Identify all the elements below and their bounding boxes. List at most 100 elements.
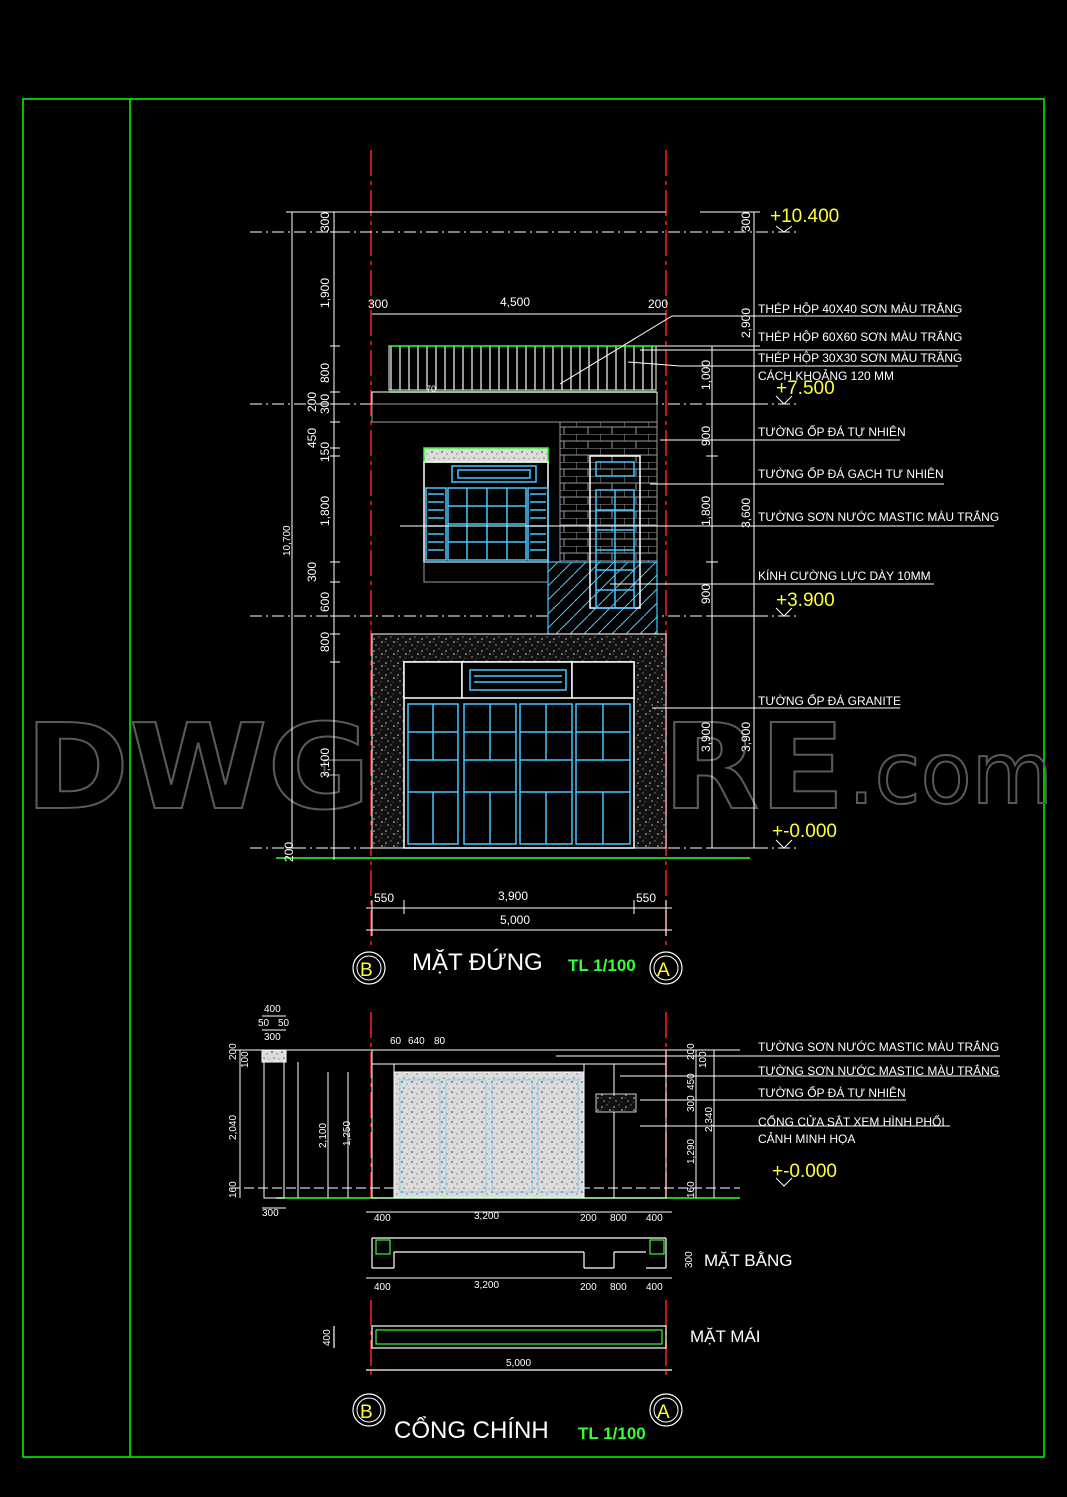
svg-text:3,200: 3,200 <box>474 1211 499 1222</box>
dims-right: 1,000 900 1,800 900 3,900 300 2,900 3,60… <box>699 212 753 752</box>
svg-text:1,800: 1,800 <box>699 496 713 526</box>
svg-text:200: 200 <box>282 842 296 862</box>
svg-text:3,200: 3,200 <box>474 1280 499 1291</box>
dims-bottom: 550 3,900 550 5,000 <box>374 889 656 927</box>
svg-text:1,250: 1,250 <box>342 1121 353 1146</box>
svg-text:3,100: 3,100 <box>318 748 332 778</box>
svg-text:60: 60 <box>390 1036 402 1047</box>
svg-text:160: 160 <box>686 1181 697 1198</box>
gate-scale: TL 1/100 <box>578 1424 646 1443</box>
svg-text:TƯỜNG SƠN NƯỚC MASTIC MÀU TRẮN: TƯỜNG SƠN NƯỚC MASTIC MÀU TRẮNG <box>758 1039 999 1054</box>
svg-text:10,700: 10,700 <box>282 525 293 556</box>
gate-level: +-0.000 <box>772 1161 837 1182</box>
balcony-railing <box>388 345 657 391</box>
svg-text:400: 400 <box>264 1004 281 1015</box>
stone-wall <box>559 421 658 563</box>
svg-text:200: 200 <box>648 297 668 311</box>
svg-text:800: 800 <box>318 363 332 383</box>
gate-post-dims: 400 50 50 300 300 <box>258 1004 290 1219</box>
svg-text:A: A <box>657 1402 670 1423</box>
svg-text:640: 640 <box>408 1036 425 1047</box>
svg-text:300: 300 <box>368 297 388 311</box>
svg-text:200: 200 <box>305 392 319 412</box>
svg-text:THÉP HỘP 30X30 SƠN MÀU TRẮNG: THÉP HỘP 30X30 SƠN MÀU TRẮNG <box>758 350 962 365</box>
svg-text:200: 200 <box>686 1043 697 1060</box>
gate-axis-bubble-b: B <box>352 1393 386 1427</box>
svg-text:400: 400 <box>374 1282 391 1293</box>
svg-text:2,340: 2,340 <box>704 1107 715 1132</box>
svg-text:800: 800 <box>610 1213 627 1224</box>
svg-text:TƯỜNG ỐP ĐÁ TỰ NHIÊN: TƯỜNG ỐP ĐÁ TỰ NHIÊN <box>758 1085 906 1100</box>
svg-text:.com: .com <box>848 724 1053 824</box>
svg-text:300: 300 <box>305 562 319 582</box>
svg-text:200: 200 <box>580 1282 597 1293</box>
svg-text:450: 450 <box>305 428 319 448</box>
tempered-glass-panel <box>547 561 658 635</box>
svg-text:400: 400 <box>374 1213 391 1224</box>
svg-text:CÁCH KHOẢNG 120 MM: CÁCH KHOẢNG 120 MM <box>758 368 894 383</box>
svg-text:THÉP HỘP 60X60 SƠN MÀU TRẮNG: THÉP HỘP 60X60 SƠN MÀU TRẮNG <box>758 329 962 344</box>
dim-lines-left <box>286 211 666 860</box>
dim-lines-bottom <box>366 900 672 936</box>
svg-text:200: 200 <box>228 1043 239 1060</box>
gate-dims-bottom: 400 3,200 200 800 400 <box>374 1211 663 1224</box>
svg-text:300: 300 <box>262 1208 279 1219</box>
svg-text:200: 200 <box>580 1213 597 1224</box>
level-markers: +10.400 +7.500 +3.900 +-0.000 <box>770 206 839 849</box>
svg-text:50: 50 <box>258 1018 270 1029</box>
elevation-title: MẶT ĐỨNG <box>412 949 543 976</box>
svg-text:THÉP HỘP 40X40 SƠN MÀU TRẮNG: THÉP HỘP 40X40 SƠN MÀU TRẮNG <box>758 301 962 316</box>
svg-text:+3.900: +3.900 <box>776 590 835 611</box>
svg-text:2,900: 2,900 <box>739 308 753 338</box>
roof-label: MẶT MÁI <box>690 1327 761 1346</box>
iron-gate <box>393 1071 585 1199</box>
plan-label: MẶT BẰNG <box>704 1251 792 1270</box>
svg-text:1,800: 1,800 <box>318 496 332 526</box>
svg-text:3,900: 3,900 <box>498 889 528 903</box>
svg-text:100: 100 <box>240 1051 251 1068</box>
gate-drawing: 400 50 50 300 300 200 100 2,040 160 2,10… <box>228 1004 1000 1444</box>
svg-text:400: 400 <box>646 1213 663 1224</box>
svg-text:3,900: 3,900 <box>739 722 753 752</box>
gate-dims-top: 60 640 80 <box>390 1036 446 1047</box>
svg-text:300: 300 <box>686 1095 697 1112</box>
svg-text:600: 600 <box>318 592 332 612</box>
svg-text:3,600: 3,600 <box>739 498 753 528</box>
svg-text:1,290: 1,290 <box>686 1139 697 1164</box>
gate-axis-bubble-a: A <box>649 1393 683 1427</box>
svg-text:400: 400 <box>322 1329 333 1346</box>
svg-text:TƯỜNG SƠN NƯỚC MASTIC MÀU TRẮN: TƯỜNG SƠN NƯỚC MASTIC MÀU TRẮNG <box>758 509 999 524</box>
svg-text:900: 900 <box>699 584 713 604</box>
svg-text:CỔNG CỬA SẮT XEM HÌNH PHỐI: CỔNG CỬA SẮT XEM HÌNH PHỐI <box>758 1114 945 1129</box>
svg-text:TƯỜNG SƠN NƯỚC MASTIC MÀU TRẮN: TƯỜNG SƠN NƯỚC MASTIC MÀU TRẮNG <box>758 1063 999 1078</box>
svg-text:5,000: 5,000 <box>500 913 530 927</box>
elevation-notes: THÉP HỘP 40X40 SƠN MÀU TRẮNG THÉP HỘP 60… <box>758 301 999 708</box>
svg-text:300: 300 <box>739 212 753 232</box>
svg-text:100: 100 <box>698 1051 709 1068</box>
svg-text:450: 450 <box>686 1073 697 1090</box>
svg-text:+7.500: +7.500 <box>776 378 835 399</box>
axis-bubble-b: B <box>352 951 386 985</box>
dims-top: 300 4,500 200 70 <box>368 295 668 394</box>
svg-text:400: 400 <box>646 1282 663 1293</box>
svg-text:300: 300 <box>318 212 332 232</box>
svg-text:300: 300 <box>684 1251 695 1268</box>
svg-text:CẢNH MINH HỌA: CẢNH MINH HỌA <box>758 1131 855 1146</box>
svg-text:1,900: 1,900 <box>318 278 332 308</box>
plan-dims: 400 3,200 200 800 400 <box>374 1280 663 1293</box>
svg-text:800: 800 <box>610 1282 627 1293</box>
svg-text:300: 300 <box>264 1032 281 1043</box>
dim-lines-right <box>656 211 760 849</box>
gate-notes: TƯỜNG SƠN NƯỚC MASTIC MÀU TRẮNG TƯỜNG SƠ… <box>758 1039 999 1146</box>
svg-text:B: B <box>360 960 373 981</box>
gate-dims-right: 200 100 300 450 2,340 1,290 160 <box>686 1043 715 1198</box>
svg-text:550: 550 <box>636 891 656 905</box>
gate-title: CỔNG CHÍNH <box>394 1416 549 1444</box>
svg-text:160: 160 <box>228 1181 239 1198</box>
svg-text:900: 900 <box>699 426 713 446</box>
gate-post-detail <box>239 1015 349 1209</box>
svg-text:+-0.000: +-0.000 <box>772 821 837 842</box>
svg-text:KÍNH CƯỜNG LỰC DÀY 10MM: KÍNH CƯỜNG LỰC DÀY 10MM <box>758 568 931 583</box>
svg-text:550: 550 <box>374 891 394 905</box>
